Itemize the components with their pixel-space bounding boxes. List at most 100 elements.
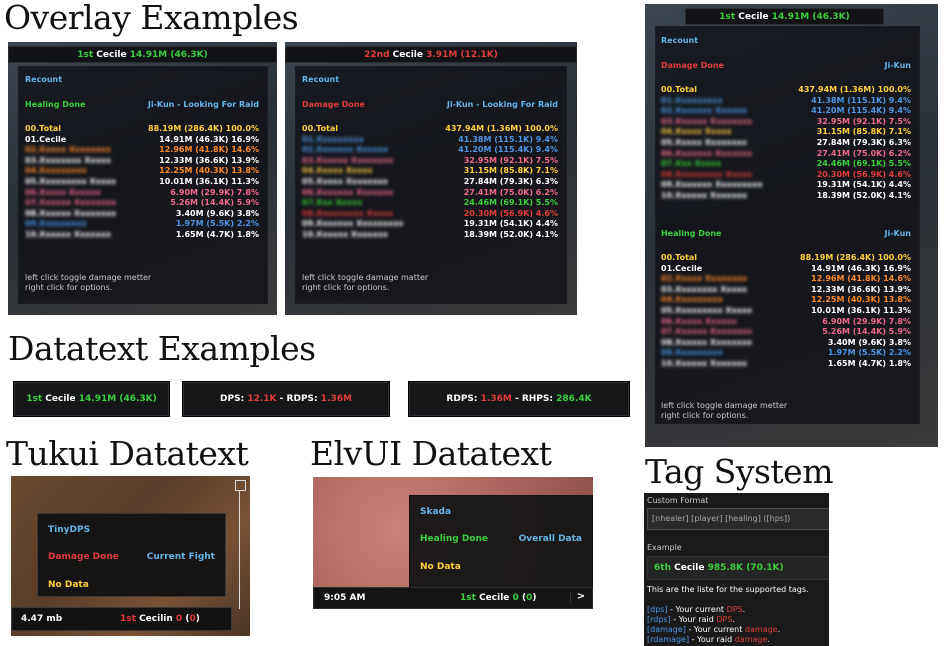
overlay-example-combined: 1st Cecile 14.91M (46.3K) Recount Damage… [645,4,938,447]
meter-datatext[interactable]: 1st Cecile 0 (0) [460,593,537,603]
datatext-meter-rank[interactable]: 1st Cecile 14.91M (46.3K) [13,381,170,417]
skada-window[interactable]: Skada Healing Done Overall Data No Data [409,495,593,589]
tukui-datatext-bar: 4.47 mb 1st Cecilin 0 (0) [11,607,232,631]
meter-row-value: 27.84M (79.3K) 6.3% [816,138,911,147]
elvui-datatext-bar: 9:05 AM 1st Cecile 0 (0) > [313,587,593,609]
meter-row-value: 31.15M (85.8K) 7.1% [816,127,911,137]
meter-row-value: 10.01M (36.1K) 11.3% [811,306,911,315]
connector-line [239,491,240,609]
meter-row-name: 02.Xxxxxxx Xxxxxx [661,106,748,116]
meter-window[interactable]: Recount Healing Done Ji-Kun - Looking Fo… [18,66,268,304]
memory-datatext[interactable]: 4.47 mb [21,614,63,624]
meter-row-value: 32.95M (92.1K) 7.5% [463,155,558,165]
meter-row-value: 14.91M (46.3K) 16.9% [811,263,911,273]
meter-row-name: 08.Xxxxxxxxx Xxxxx [661,169,753,179]
meter-row-name: 07.Xxxxxx Xxxxxxxx [25,198,117,208]
meter-row-name: 03.Xxxxxx Xxxxxxxx [661,116,753,126]
meter-row-value: 1.97M (5.5K) 2.2% [827,348,911,358]
tag-list-item: [damage] - Your current damage. [647,625,781,634]
meter-row-value: 41.20M (115.4K) 9.4% [811,106,911,116]
meter-row-name: 04.Xxxxx Xxxxx [302,166,373,176]
meter-row-value: 32.95M (92.1K) 7.5% [816,116,911,126]
meter-segment: Ji-Kun - Looking For Raid [446,100,558,109]
meter-source: Recount [302,75,340,84]
footer-hint-2: right click for options. [25,283,113,292]
skada-title: Skada [420,507,452,517]
tag-list: [dps] - Your current DPS.[rdps] - Your r… [647,605,827,645]
footer-hint-2: right click for options. [302,283,390,292]
meter-row-value: 20.30M (56.9K) 4.6% [463,208,558,218]
tinydps-nodata: No Data [48,580,89,590]
meter-row-name: 10.Xxxxxx Xxxxxxx [661,191,748,200]
overlay-examples-heading: Overlay Examples [4,0,299,37]
meter-row-name: 10.Xxxxxx Xxxxxxx [661,359,748,368]
meter-row-name: 10.Xxxxxx Xxxxxxx [25,230,112,239]
tinydps-window[interactable]: TinyDPS Damage Done Current Fight No Dat… [37,513,226,597]
meter-row-name: 08.Xxxxxx Xxxxxxxx [661,337,753,347]
overlay-title-bar[interactable]: 1st Cecile 14.91M (46.3K) [685,8,884,25]
meter-segment: Ji-Kun - Looking For Raid [147,100,259,109]
meter-row-value: 19.31M (54.1K) 4.4% [816,180,911,190]
meter-mode: Damage Done [302,100,365,109]
meter-datatext[interactable]: 1st Cecilin 0 (0) [120,614,200,624]
meter-row-value: 1.65M (4.7K) 1.8% [827,359,911,368]
tag-system-panel: Custom Format [nhealer] [player] [healin… [644,493,829,646]
custom-format-input[interactable]: [nhealer] [player] [healing] ([hps]) [647,508,829,530]
meter-row-value: 88.19M (286.4K) 100.0% [800,253,911,262]
meter-row-name: 00.Total [302,124,339,133]
meter-row-value: 18.39M (52.0K) 4.1% [463,230,558,239]
datatext-rdps-rhps[interactable]: RDPS: 1.36M - RHPS: 286.4K [408,381,630,417]
meter-row-value: 1.65M (4.7K) 1.8% [175,230,259,239]
meter-window[interactable]: Recount Damage Done Ji-Kun - Looking For… [295,66,567,304]
example-output: 6th Cecile 985.8K (70.1K) [647,556,829,580]
meter-row-name: 04.Xxxxxxxxx [661,295,723,305]
datatext-dps-rdps[interactable]: DPS: 12.1K - RDPS: 1.36M [182,381,390,417]
meter-row-value: 12.96M (41.8K) 14.6% [159,145,259,155]
skada-mode: Healing Done [420,534,489,544]
meter-mode-damage: Damage Done [661,61,724,70]
resize-handle-icon[interactable] [235,480,246,491]
tinydps-segment: Current Fight [146,552,215,562]
clock-datatext[interactable]: 9:05 AM [324,593,366,603]
meter-row-value: 24.46M (69.1K) 5.5% [816,159,911,169]
overlay-title-bar[interactable]: 1st Cecile 14.91M (46.3K) [8,46,277,63]
meter-row-value: 3.40M (9.6K) 3.8% [827,337,911,347]
overlay-title-bar[interactable]: 22nd Cecile 3.91M (12.1K) [285,46,577,63]
tags-intro: This are the liste for the supported tag… [647,585,809,594]
meter-row-name: 07.Xxx Xxxxx [302,198,363,208]
meter-row-name: 10.Xxxxxx Xxxxxxx [302,230,389,239]
meter-row: 10.Xxxxxx Xxxxxxx 1.65M (4.7K) 1.8% [661,359,911,369]
meter-row-name: 01.Xxxxxxxxx [661,95,723,105]
elvui-datatext-example: Skada Healing Done Overall Data No Data … [313,477,593,609]
meter-row-name: 09.Xxxxxxxxx [25,219,87,229]
meter-row: 10.Xxxxxx Xxxxxxx 18.39M (52.0K) 4.1% [302,230,558,240]
chevron-right-icon[interactable]: > [570,591,591,603]
footer-hint-1: left click toggle damage metter [25,273,152,282]
meter-row-value: 27.41M (75.0K) 6.2% [463,187,558,197]
meter-row-value: 41.20M (115.4K) 9.4% [458,145,558,155]
meter-row-value: 27.84M (79.3K) 6.3% [463,177,558,186]
tukui-datatext-heading: Tukui Datatext [6,434,249,473]
meter-row-name: 02.Xxxxx Xxxxxxxx [661,274,748,284]
meter-row-value: 3.40M (9.6K) 3.8% [175,208,259,218]
